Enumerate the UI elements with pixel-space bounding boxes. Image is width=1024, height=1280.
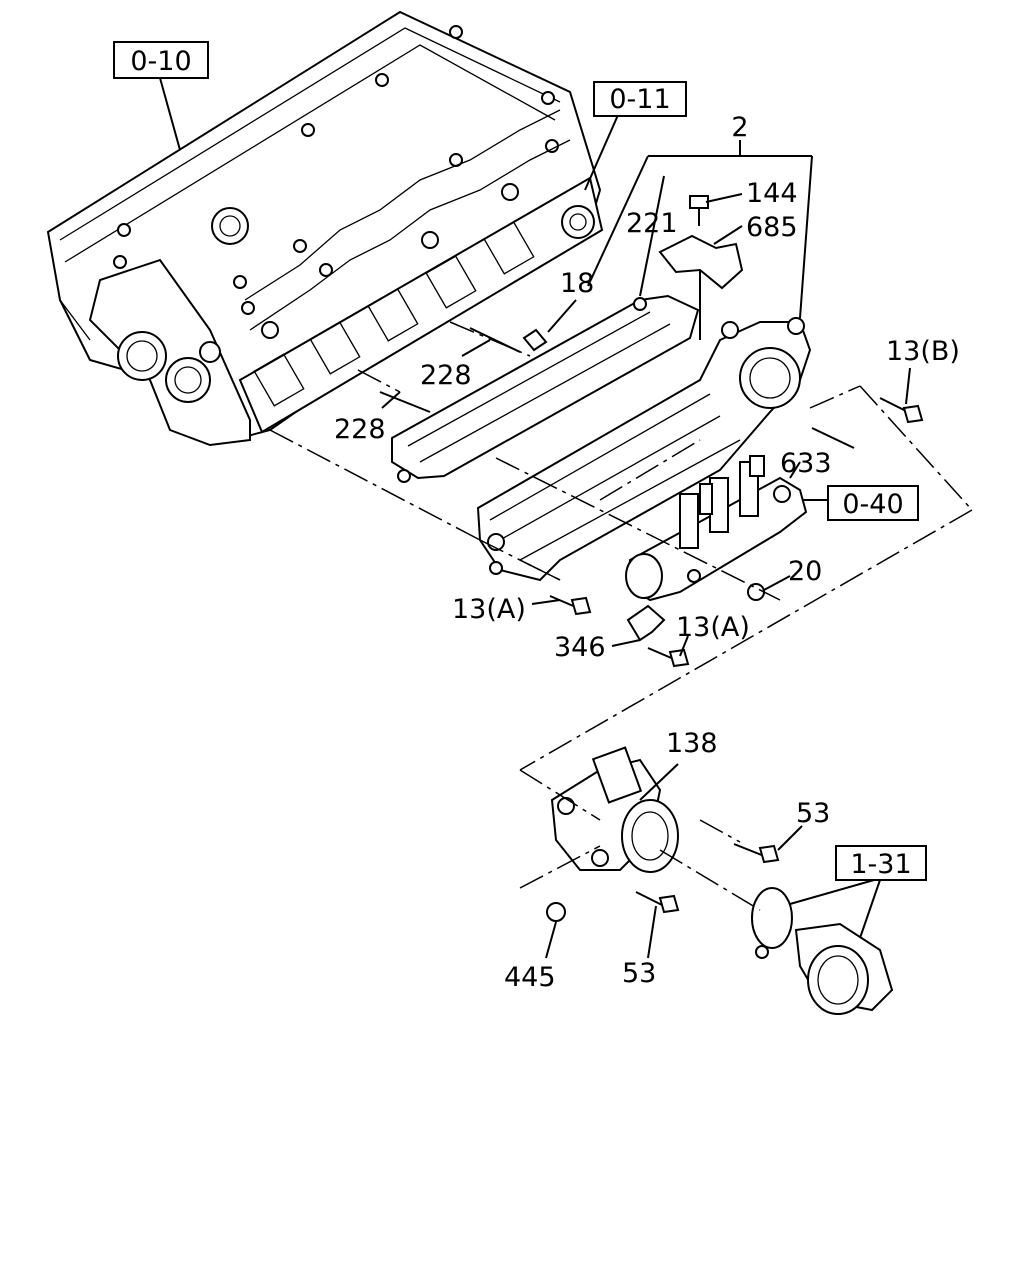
assembly-dash-lines: [269, 321, 973, 911]
part-labels: 2 144 221 685 18 228 228 13(B) 633 20 13…: [334, 112, 960, 993]
ref-box-0-11: 0-11: [593, 81, 687, 117]
cylinder-head-drawing: [46, 10, 604, 447]
part-label-53-right: 53: [796, 798, 830, 829]
throttle-body-drawing: [546, 746, 780, 922]
air-hose-drawing: [751, 887, 894, 1015]
part-label-221: 221: [626, 208, 678, 239]
intake-manifold-drawing: [476, 195, 812, 582]
part-label-346: 346: [554, 632, 606, 663]
part-label-228-upper: 228: [420, 360, 472, 391]
ref-box-1-31: 1-31: [835, 845, 927, 881]
ref-label-1-31: 1-31: [850, 849, 911, 880]
fasteners-drawing: [379, 327, 924, 668]
part-label-20: 20: [788, 556, 822, 587]
part-label-138: 138: [666, 728, 718, 759]
part-label-228-lower: 228: [334, 414, 386, 445]
ref-label-0-40: 0-40: [842, 489, 903, 520]
part-label-144: 144: [746, 178, 798, 209]
part-label-2: 2: [731, 112, 748, 143]
part-label-13a-left: 13(A): [452, 594, 526, 625]
ref-box-0-10: 0-10: [113, 41, 209, 79]
ref-label-0-10: 0-10: [130, 46, 191, 77]
part-label-13b: 13(B): [886, 336, 960, 367]
fuel-rail-drawing: [625, 455, 808, 602]
part-label-53-lower: 53: [622, 958, 656, 989]
part-label-18: 18: [560, 268, 594, 299]
part-label-685: 685: [746, 212, 798, 243]
ref-box-0-40: 0-40: [827, 485, 919, 521]
part-label-13a-right: 13(A): [676, 612, 750, 643]
leader-lines: [159, 77, 911, 959]
ref-label-0-11: 0-11: [609, 84, 670, 115]
part-label-633: 633: [780, 448, 832, 479]
part-label-445: 445: [504, 962, 556, 993]
manifold-gasket-drawing: [391, 294, 700, 483]
